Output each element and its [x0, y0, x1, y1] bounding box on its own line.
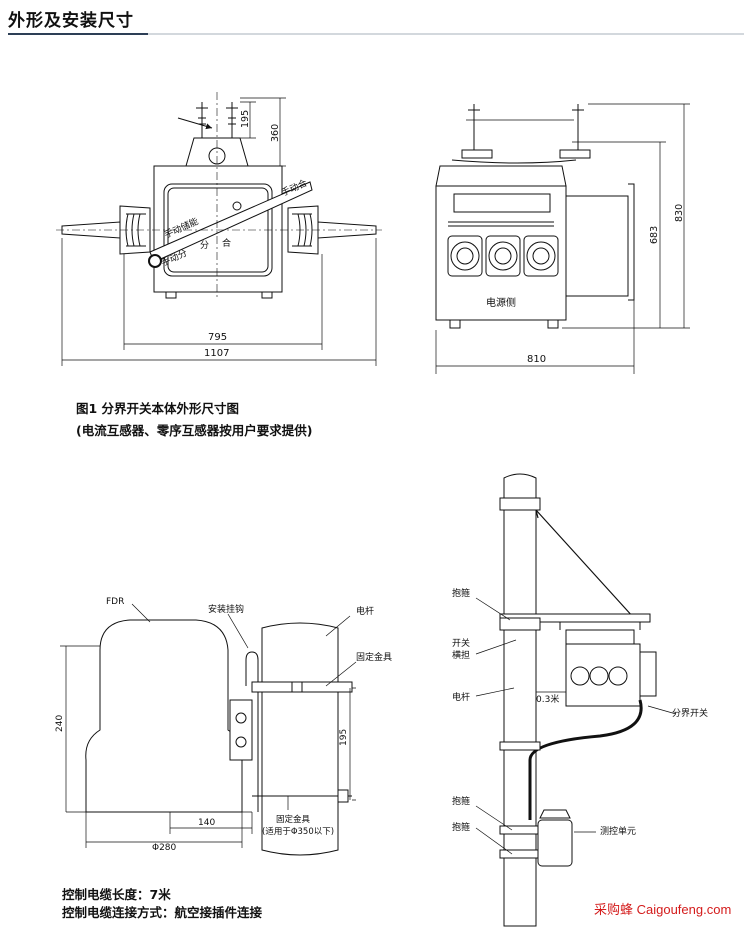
dim-360-label: 360 — [270, 124, 281, 142]
dim-683-label: 683 — [649, 226, 660, 244]
power-side-label: 电源侧 — [486, 296, 516, 309]
side-view-labels: 830 683 810 电源侧 — [486, 204, 685, 365]
clamp-label: 固定金具 — [356, 651, 392, 663]
dim-195-label: 195 — [240, 110, 251, 128]
fdr-mount-labels: FDR 安装挂钩 电杆 固定金具 240 195 140 Φ280 固定金具 (… — [55, 597, 392, 853]
hoop-label: 抱箍 — [452, 587, 470, 599]
close-label: 合 — [222, 237, 231, 249]
pole-label-2: 电杆 — [452, 691, 470, 703]
page-title: 外形及安装尺寸 — [8, 11, 134, 31]
hoop-label-2: 抱箍 — [452, 795, 470, 807]
title-accent-bar — [8, 33, 148, 35]
figure1-caption-line1: 图1 分界开关本体外形尺寸图 — [76, 401, 240, 416]
dim-195-mount-label: 195 — [339, 729, 349, 746]
cable-length-text: 控制电缆长度：7米 — [62, 887, 171, 902]
pole-install-labels: 抱箍 开关 横担 电杆 0.3米 分界开关 抱箍 抱箍 测控单元 — [452, 587, 708, 837]
title-divider — [8, 33, 744, 35]
switch-beam-label-1: 开关 — [452, 637, 470, 649]
watermark: 采购蜂 Caigoufeng.com — [594, 902, 732, 917]
boundary-switch-label: 分界开关 — [672, 707, 708, 719]
cable-connection-text: 控制电缆连接方式：航空接插件连接 — [62, 905, 263, 920]
control-unit-label: 测控单元 — [600, 825, 636, 837]
clamp-note-2: (适用于Φ350以下) — [262, 826, 334, 837]
pole-label: 电杆 — [356, 605, 374, 617]
pole-install-view — [475, 473, 677, 927]
dim-1107-label: 1107 — [204, 348, 229, 359]
dim-830-label: 830 — [674, 204, 685, 222]
fdr-mount-view — [60, 603, 357, 856]
hoop-label-3: 抱箍 — [452, 821, 470, 833]
fdr-label: FDR — [106, 597, 124, 607]
dim-240-label: 240 — [55, 715, 65, 732]
front-view — [56, 92, 382, 366]
open-label: 分 — [200, 240, 209, 251]
switch-beam-label-2: 横担 — [452, 649, 470, 661]
side-view — [435, 103, 690, 374]
dim-280-label: Φ280 — [152, 843, 177, 853]
dim-140-label: 140 — [198, 818, 215, 828]
dim-795-label: 795 — [208, 332, 227, 343]
dim-810-label: 810 — [527, 354, 546, 365]
figure1-caption-line2: (电流互感器、零序互感器按用户要求提供) — [76, 423, 313, 438]
distance-03m-label: 0.3米 — [536, 693, 559, 705]
hook-label: 安装挂钩 — [208, 603, 244, 615]
clamp-note-1: 固定金具 — [276, 814, 311, 825]
